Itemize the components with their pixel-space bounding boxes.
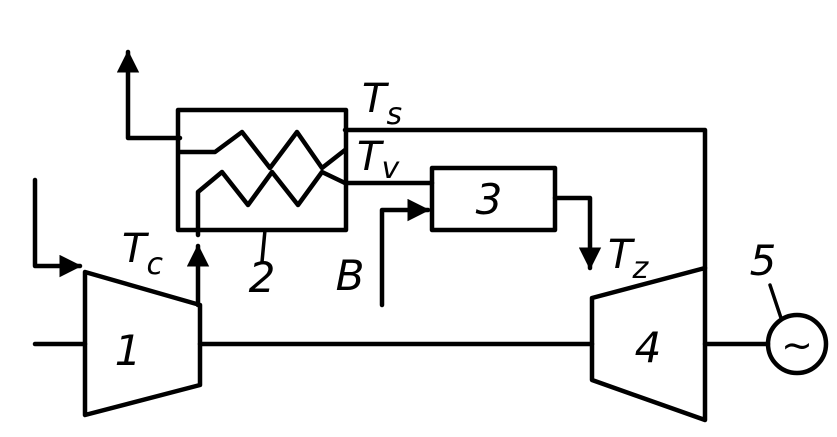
turbine-number-label: 4: [635, 323, 662, 372]
generator-leader-line: [768, 283, 783, 320]
generator-symbol: ~: [781, 323, 813, 367]
exhaust-outlet-arrow: [116, 49, 183, 141]
generator-number-label: 5: [750, 236, 777, 285]
exhaust-temperature-label: Ts: [362, 76, 402, 132]
compressor-outlet-temperature-label: Tc: [122, 226, 163, 282]
turbine-exhaust-line: [342, 127, 708, 271]
fuel-label: B: [336, 251, 365, 300]
regenerator-leader-line: [260, 228, 267, 264]
preheated-air-temperature-label: Tv: [357, 134, 400, 186]
preheated-temp-subscript: v: [381, 151, 400, 186]
exhaust-temp-symbol: T: [362, 76, 390, 122]
turbine-inlet-temperature-label: Tz: [608, 232, 649, 286]
combustor-outlet-line: [552, 195, 602, 271]
exhaust-temp-subscript: s: [386, 97, 402, 132]
combustor-number-label: 3: [476, 175, 503, 224]
air-coil: [195, 169, 348, 238]
compressor-body: [82, 269, 203, 418]
generator-circle: [765, 312, 829, 376]
regenerator-number-label: 2: [249, 253, 276, 302]
compressor-number-label: 1: [115, 326, 142, 375]
turbine-temp-symbol: T: [608, 232, 636, 278]
regenerator-box: [175, 107, 349, 233]
compressor-temp-symbol: T: [122, 226, 150, 272]
preheated-temp-symbol: T: [357, 134, 385, 180]
compressor-temp-subscript: c: [146, 247, 163, 282]
exhaust-coil: [177, 129, 348, 171]
turbine-temp-subscript: z: [631, 251, 649, 286]
turbine-body: [589, 265, 708, 423]
air-inlet-line: [32, 177, 83, 278]
fuel-inlet-line: [379, 198, 431, 308]
